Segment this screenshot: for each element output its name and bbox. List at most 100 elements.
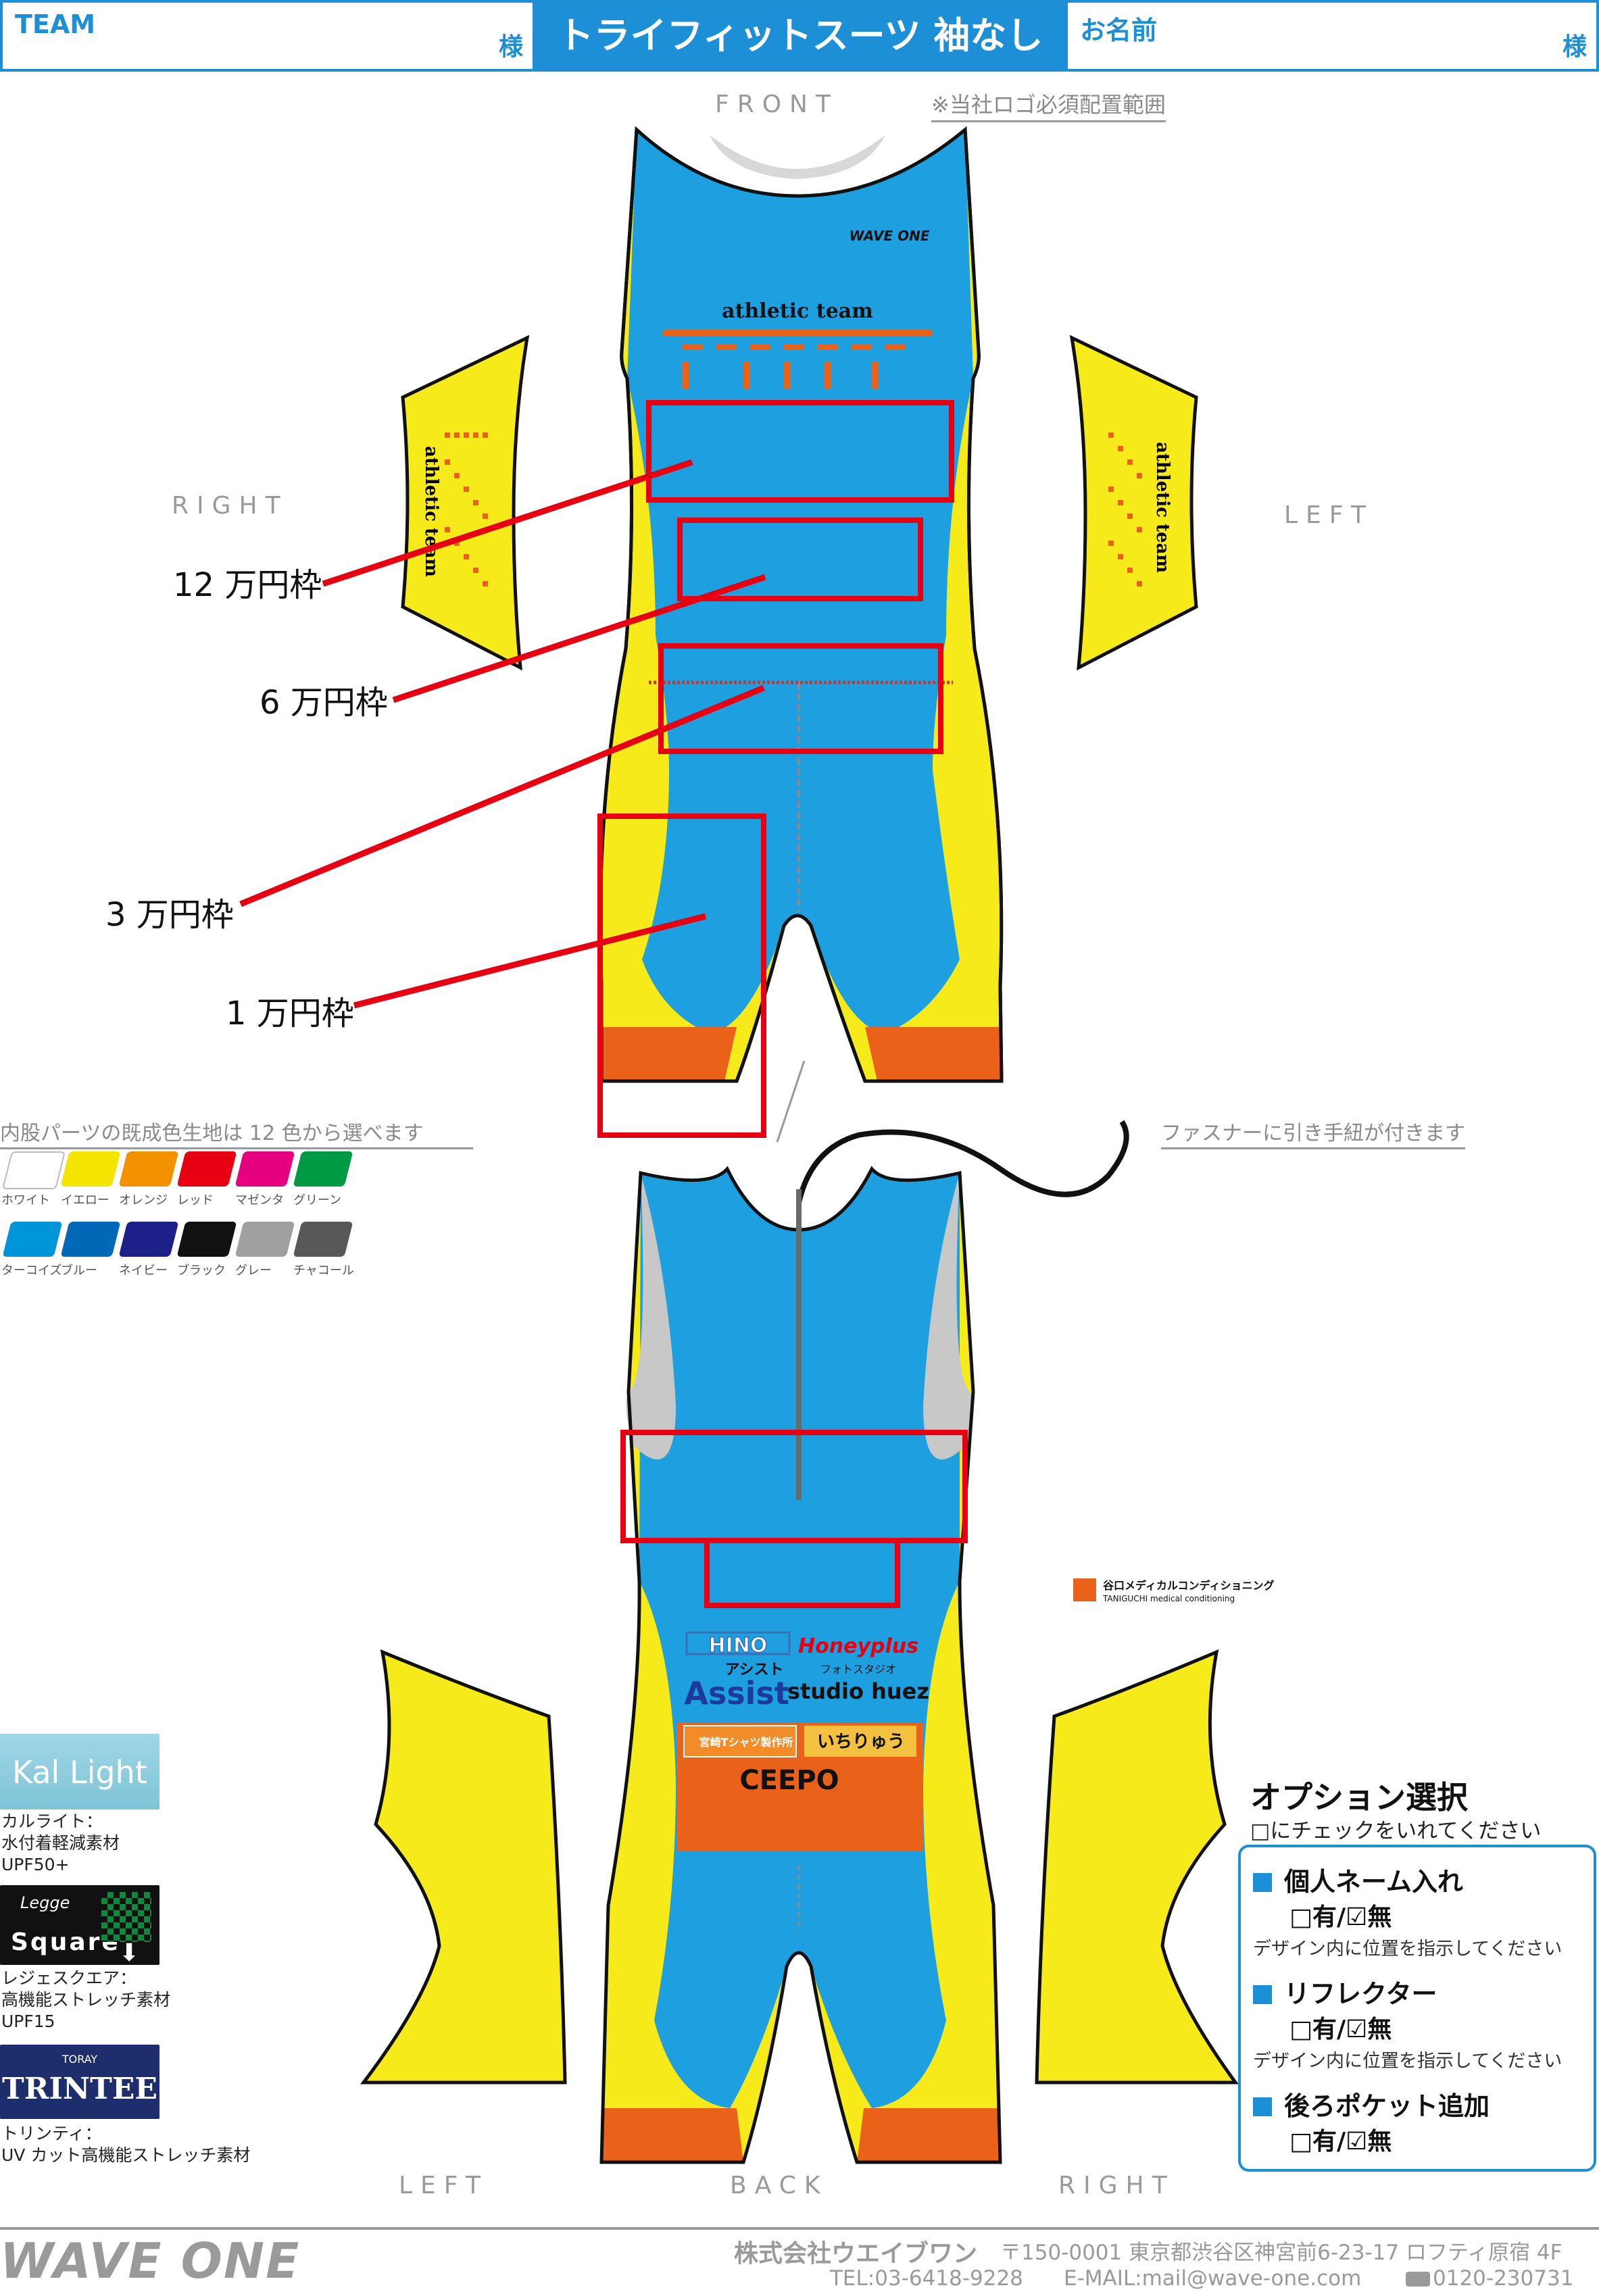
team-label: TEAM	[15, 9, 96, 39]
back-right-side-panel	[1035, 1649, 1239, 2085]
price-6man: 6 万円枠	[260, 684, 388, 722]
name-label: お名前	[1080, 16, 1158, 45]
sponsor-studio-text: studio huez	[787, 1678, 929, 1704]
frame-12man	[646, 400, 954, 503]
swatch-label: グレー	[235, 1264, 272, 1278]
swatch-label: レッド	[177, 1193, 214, 1207]
chest-wave-one-logo: WAVE ONE	[850, 228, 930, 244]
square-bullet-icon	[1253, 2097, 1272, 2116]
sponsor-honeyplus-text: Honeyplus	[798, 1634, 918, 1658]
fabric-line: トリンティ：	[1, 2124, 102, 2143]
back-right-label: RIGHT	[1058, 2172, 1175, 2199]
price-12man: 12 万円枠	[173, 566, 322, 604]
footer-company: 株式会社ウエイブワン	[734, 2240, 978, 2268]
options-box: 個人ネーム入れ □有/☑無 デザイン内に位置を指示してください リフレクター □…	[1238, 1845, 1596, 2172]
back-view-label: BACK	[730, 2172, 829, 2199]
fabric-line: カルライト：	[1, 1812, 103, 1831]
option-pocket-label: 後ろポケット追加	[1284, 2091, 1490, 2121]
legge-square-desc: レジェスクエア： 高機能ストレッチ素材 UPF15	[1, 1968, 170, 2032]
team-sama: 様	[498, 33, 523, 61]
sponsor-hino-text: HINO	[709, 1634, 768, 1657]
trintee-logo: TORAY TRINTEE	[0, 2045, 159, 2119]
footer-email: E-MAIL:mail@wave-one.com	[1064, 2266, 1362, 2291]
team-field[interactable]: TEAM 様	[0, 0, 535, 72]
footer-address: 〒150-0001 東京都渋谷区神宮前6-23-17 ロフティ原宿 4F	[1000, 2241, 1563, 2265]
swatch-label: ネイビー	[119, 1264, 168, 1278]
sponsor-assist-small: アシスト	[724, 1662, 783, 1678]
toray-text: TORAY	[62, 2053, 98, 2066]
header: TEAM 様 トライフィットスーツ 袖なし お名前 様	[0, 0, 1599, 74]
square-text: Square	[11, 1928, 120, 1956]
fabric-line: 水付着軽減素材	[1, 1833, 120, 1853]
legge-text: Legge	[20, 1893, 70, 1912]
checker-icon	[101, 1892, 151, 1942]
chest-team-text: athletic team	[722, 299, 873, 323]
freedial-number: 0120-230731	[1433, 2266, 1574, 2291]
front-suit-body	[598, 126, 1004, 1083]
kal-light-logo: Kal Light	[0, 1734, 159, 1810]
price-1man: 1 万円枠	[226, 995, 354, 1032]
freedial-icon	[1406, 2272, 1430, 2287]
right-sleeve-text: athletic team	[421, 446, 441, 577]
swatch-label: チャコール	[293, 1264, 354, 1278]
trintee-text: TRINTEE	[2, 2072, 157, 2106]
fabric-line: 高機能ストレッチ素材	[1, 1990, 171, 2010]
swatch-label: グリーン	[293, 1193, 342, 1207]
fabric-line: レジェスクエア：	[1, 1968, 137, 1988]
fabric-line: UPF50+	[1, 1855, 70, 1874]
swatch-label: ブルー	[61, 1264, 97, 1278]
zipper-note: ファスナーに引き手紐が付きます	[1161, 1116, 1465, 1149]
options-title: オプション選択	[1250, 1779, 1468, 1816]
swatch-label: ブラック	[177, 1264, 226, 1278]
chest-dot-pattern	[662, 330, 933, 389]
swatch-label: ターコイズ	[1, 1264, 62, 1278]
option-name-label: 個人ネーム入れ	[1284, 1867, 1463, 1897]
frame-6man	[677, 518, 923, 601]
front-right-sleeve	[401, 334, 530, 671]
crotch-color-note: 内股パーツの既成色生地は 12 色から選べます	[0, 1116, 473, 1149]
price-3man: 3 万円枠	[105, 896, 234, 934]
back-left-side-panel	[360, 1649, 567, 2085]
sponsor-hino-logo	[685, 1631, 791, 1655]
swatch-label: イエロー	[61, 1193, 109, 1207]
footer-brand-logo: WAVE ONE	[0, 2232, 301, 2289]
option-name-note: デザイン内に位置を指示してください	[1253, 1939, 1563, 1960]
fabric-line: UV カット高機能ストレッチ素材	[1, 2145, 251, 2165]
option-reflector-note: デザイン内に位置を指示してください	[1253, 2051, 1563, 2072]
option-reflector-label: リフレクター	[1284, 1979, 1437, 2009]
option-pocket-choice[interactable]: □有/☑無	[1289, 2128, 1392, 2155]
back-frame-lower	[704, 1538, 900, 1608]
footer-divider	[0, 2227, 1599, 2230]
sponsor-ichiryu-text: いちりゅう	[817, 1732, 905, 1752]
name-field[interactable]: お名前 様	[1065, 0, 1599, 72]
kal-light-text: Kal Light	[12, 1754, 147, 1791]
frame-1man	[597, 814, 766, 1138]
frame-3man	[658, 643, 943, 754]
option-name-choice[interactable]: □有/☑無	[1289, 1903, 1392, 1931]
option-pocket: 後ろポケット追加	[1253, 2085, 1490, 2122]
option-reflector-choice[interactable]: □有/☑無	[1289, 2016, 1392, 2043]
option-reflector: リフレクター	[1253, 1973, 1437, 2010]
left-sleeve-text: athletic team	[1152, 442, 1173, 573]
front-right-label: RIGHT	[172, 492, 289, 520]
front-view-label: FRONT	[715, 91, 839, 118]
footer-freedial: 0120-230731	[1406, 2266, 1573, 2291]
sponsor-taniguchi-text: 谷口メディカルコンディショニング	[1103, 1579, 1274, 1592]
front-suit-diagram: athletic team athletic team athletic tea…	[239, 126, 1198, 1143]
square-bullet-icon	[1253, 1873, 1272, 1892]
sponsor-tshirt-text: 宮崎Tシャツ製作所	[699, 1736, 793, 1749]
arrow-down-icon: ⬇	[119, 1939, 140, 1967]
swatch-label: オレンジ	[119, 1193, 168, 1207]
footer-tel: TEL:03-6418-9228	[830, 2266, 1023, 2291]
fabric-line: UPF15	[1, 2012, 55, 2031]
back-left-label: LEFT	[399, 2172, 489, 2199]
legge-square-logo: Legge Square ⬇	[0, 1885, 159, 1967]
back-suit-body	[599, 1166, 1002, 2164]
front-left-label: LEFT	[1284, 501, 1374, 529]
name-sama: 様	[1562, 33, 1587, 61]
square-bullet-icon	[1253, 1985, 1272, 2004]
sponsor-taniguchi-en: TANIGUCHI medical conditioning	[1102, 1594, 1235, 1603]
options-subtitle: □にチェックをいれてください	[1250, 1819, 1542, 1843]
front-left-sleeve	[1069, 334, 1198, 671]
page-title: トライフィットスーツ 袖なし	[534, 0, 1066, 72]
